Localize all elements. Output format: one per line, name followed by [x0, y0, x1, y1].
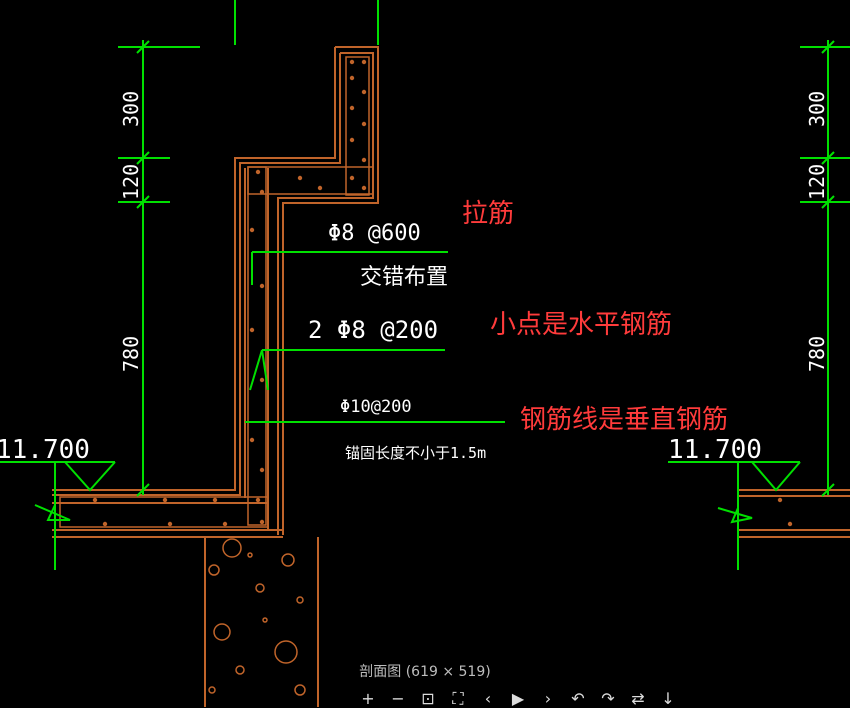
dim-right-120: 120	[805, 164, 829, 200]
horizontal-bar-spec: 2 Φ8 @200	[308, 316, 438, 344]
annotation-vertical: 钢筋线是垂直钢筋	[520, 405, 728, 435]
flip-icon[interactable]: ⇄	[631, 689, 645, 708]
fit-icon[interactable]: ⊡	[421, 689, 435, 708]
fullscreen-icon[interactable]: ⛶	[452, 689, 464, 708]
image-caption: 剖面图 (619 × 519)	[359, 664, 491, 680]
prev-icon[interactable]: ‹	[484, 689, 492, 708]
annotation-tie: 拉筋	[462, 199, 514, 229]
rotate-right-icon[interactable]: ↷	[601, 689, 615, 708]
horizontal-bar-dots	[92, 59, 793, 527]
vertical-bar-spec: Φ10@200	[340, 397, 412, 417]
zoom-out-icon[interactable]: −	[391, 689, 405, 708]
dim-right-300: 300	[805, 91, 829, 127]
foundation-aggregate	[208, 538, 306, 696]
viewer-toolbar: + − ⊡ ⛶ ‹ ▶ › ↶ ↷ ⇄ ↓	[360, 690, 720, 707]
elevation-right: 11.700	[668, 435, 762, 465]
dim-left-120: 120	[119, 164, 143, 200]
rotate-left-icon[interactable]: ↶	[571, 689, 585, 708]
concrete-structure	[52, 46, 850, 707]
download-icon[interactable]: ↓	[661, 689, 675, 708]
annotation-horizontal: 小点是水平钢筋	[490, 310, 672, 340]
tie-layout-note: 交错布置	[360, 265, 448, 290]
dimension-ticks	[136, 40, 835, 497]
dim-left-300: 300	[119, 91, 143, 127]
tie-bar-spec: Φ8 @600	[328, 221, 421, 246]
dim-right-780: 780	[805, 336, 829, 372]
elevation-left: 11.700	[0, 435, 90, 465]
anchor-length-note: 锚固长度不小于1.5m	[345, 444, 486, 462]
stirrups	[59, 56, 374, 528]
zoom-in-icon[interactable]: +	[361, 689, 375, 708]
dim-left-780: 780	[119, 336, 143, 372]
play-icon[interactable]: ▶	[511, 689, 525, 708]
next-icon[interactable]: ›	[544, 689, 552, 708]
